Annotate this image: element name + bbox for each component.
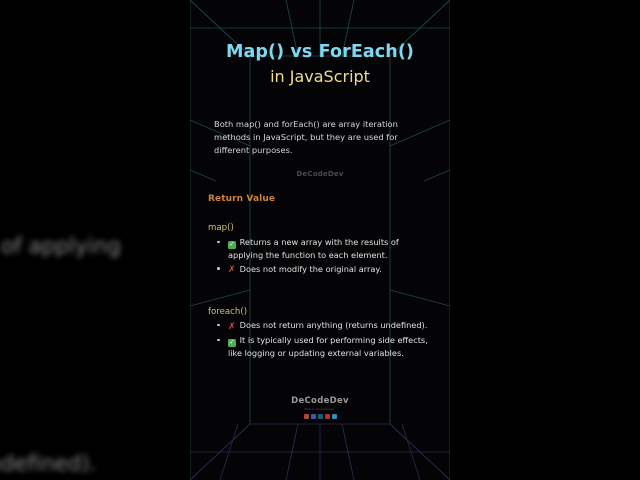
map-bullet-list: ✓ Returns a new array with the results o… [208,236,434,278]
bg-watermark: DeCodeDev [0,57,163,78]
bullet-dot-icon [217,323,220,327]
facebook-icon[interactable] [310,413,316,419]
watermark-text: DeCodeDev [296,170,344,178]
section-heading-return-value: Return Value [208,194,276,204]
list-item-text: Does not return anything (returns undefi… [239,320,428,330]
page-title: Map() vs ForEach() [225,42,415,62]
bg-list-item: ✗Does not return anything (returns undef… [0,449,97,476]
linkedin-icon[interactable] [317,413,323,419]
cross-icon: ✗ [228,265,236,276]
brand-name: DeCodeDev [291,396,349,406]
list-item-text: Does not modify the original array. [239,263,382,274]
check-icon: ✓ [228,240,236,249]
intro-paragraph: Both map() and forEach() are array itera… [214,119,398,155]
foreach-bullet-list: ✗ Does not return anything (returns unde… [208,319,434,361]
slide-content: Map() vs ForEach() in JavaScript Both ma… [190,0,450,480]
bg-foreach-bullets: ✗Does not return anything (returns undef… [0,447,121,480]
subsection-label-map: map() [208,223,234,233]
footer-brand-block: DeCodeDev Share. Knowledge. [190,396,450,419]
subsection-label-foreach: foreach() [208,307,248,317]
bullet-dot-icon [217,240,220,244]
social-links-row[interactable] [190,413,450,419]
bg-list-item: ✓Returns a new array with the results of… [0,232,121,259]
background-content-copy: Map() vs ForEach() in JavaScript Both ma… [0,0,163,480]
bg-list-item: ✗Does not modify the original array. [0,300,121,337]
center-video-panel: Map() vs ForEach() in JavaScript Both ma… [190,0,450,480]
cross-icon: ✗ [228,321,236,332]
bullet-dot-icon [217,267,220,270]
bg-intro-paragraph: Both map() and forEach() are array itera… [0,0,105,21]
page-subtitle: in JavaScript [270,66,370,86]
list-item: ✓ It is typically used for performing si… [217,334,434,360]
list-item: ✗ Does not modify the original array. [217,263,434,277]
list-item-text: It is typically used for performing side… [228,335,428,359]
list-item-text: Returns a new array with the results of … [228,237,399,260]
title-block: Map() vs ForEach() in JavaScript [190,42,450,88]
list-item: ✓ Returns a new array with the results o… [217,236,434,262]
brand-tagline: Share. Knowledge. [304,407,336,411]
bullet-dot-icon [217,338,220,342]
list-item: ✗ Does not return anything (returns unde… [217,319,434,333]
youtube-icon[interactable] [324,413,330,419]
check-icon: ✓ [228,338,236,347]
twitter-icon[interactable] [331,413,337,419]
bg-map-bullets: ✓Returns a new array with the results of… [0,230,121,340]
instagram-icon[interactable] [303,413,309,419]
